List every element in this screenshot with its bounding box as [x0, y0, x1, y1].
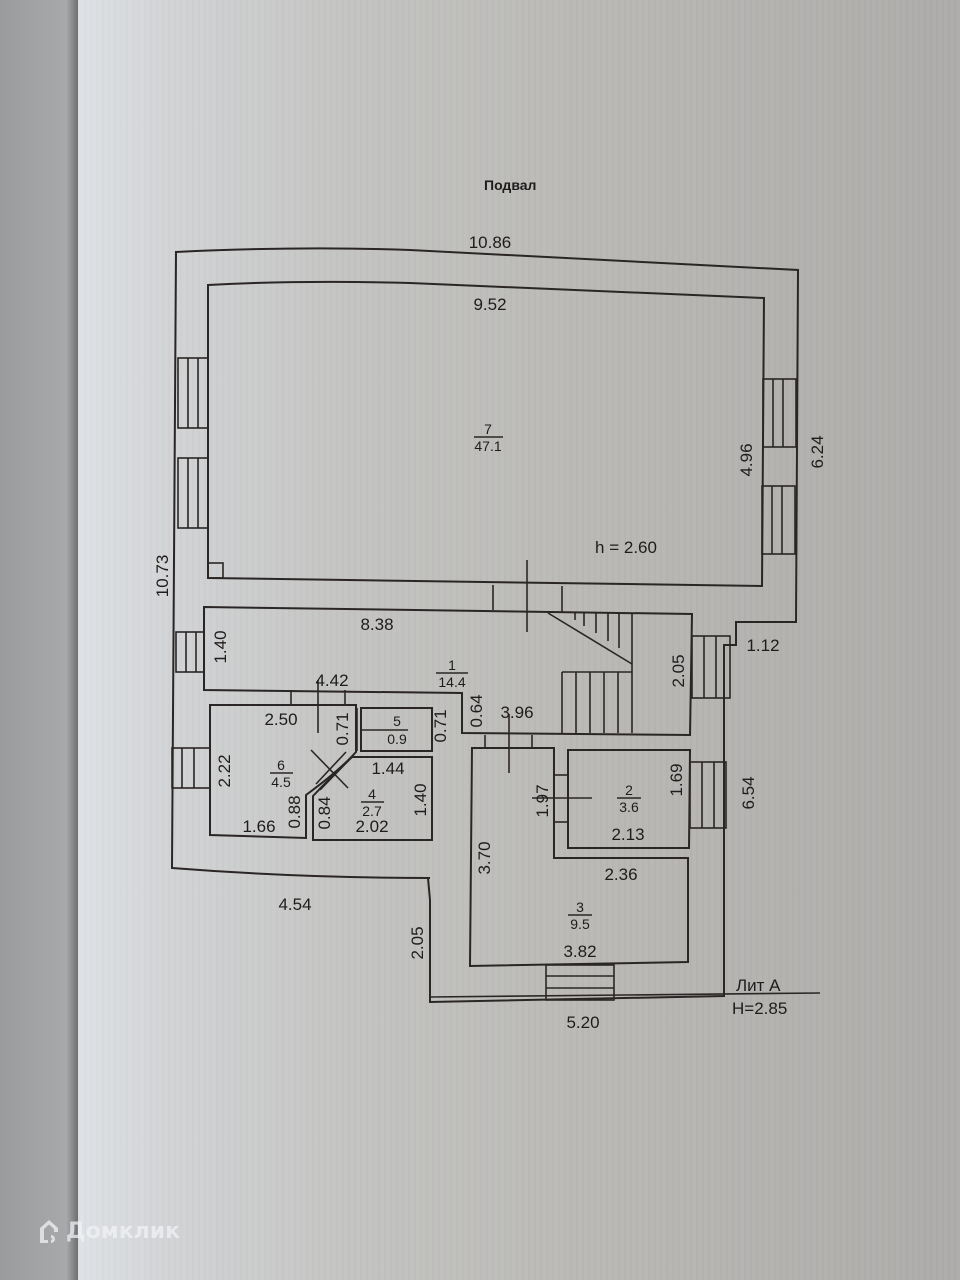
dim-room7-right: 4.96	[737, 443, 756, 476]
room-3-label: 3 9.5	[568, 899, 592, 932]
dim-room3-bottom: 3.82	[563, 942, 596, 961]
window-left-middle	[177, 457, 209, 529]
dim-room1-bottom-left: 4.42	[315, 671, 348, 690]
dim-room5-right: 0.71	[431, 709, 450, 742]
dim-corridor-left: 0.64	[467, 694, 486, 727]
room-1-outline	[203, 605, 694, 737]
room-number: 7	[484, 421, 492, 437]
column-marker	[207, 562, 224, 579]
dim-outer-bottom-left: 4.54	[278, 895, 311, 914]
door-room3-room2	[532, 774, 592, 823]
dim-room4-top: 1.44	[371, 759, 404, 778]
door-room6-room4	[310, 749, 353, 791]
dim-room6-bottom: 1.66	[242, 817, 275, 836]
window-room1-right	[691, 635, 731, 699]
dim-room3-left: 3.70	[475, 841, 494, 874]
room-5-outline	[360, 707, 433, 752]
domclick-logo-icon	[40, 1220, 58, 1243]
building-height: H=2.85	[732, 999, 787, 1018]
dim-outer-left: 10.73	[153, 555, 172, 598]
room-area: 9.5	[570, 916, 590, 932]
window-left-upper	[177, 357, 209, 429]
dim-corridor-top: 3.96	[500, 703, 533, 722]
window-room2-right	[689, 761, 727, 829]
dim-room4-right: 1.40	[411, 783, 430, 816]
dim-room2-left: 1.97	[533, 784, 552, 817]
room-area: 2.7	[362, 803, 382, 819]
room-6-label: 6 4.5	[270, 757, 293, 790]
outer-wall	[170, 247, 800, 1004]
dim-room6-right: 0.88	[285, 795, 304, 828]
room-1-label: 1 14.4	[436, 657, 468, 690]
dim-room5-left: 0.71	[333, 712, 352, 745]
dim-room7-top: 9.52	[473, 295, 506, 314]
dim-room6-left: 2.22	[215, 754, 234, 787]
room-4-label: 4 2.7	[361, 786, 384, 819]
paper-sheet	[78, 0, 960, 1280]
room-4-outline	[312, 756, 433, 841]
ceiling-height: h = 2.60	[595, 538, 657, 557]
plan-title: Подвал	[484, 177, 536, 193]
dim-stair-right: 2.05	[669, 654, 688, 687]
dim-room3-top: 2.36	[604, 865, 637, 884]
room-area: 14.4	[438, 674, 465, 690]
room-2-label: 2 3.6	[617, 782, 641, 815]
dim-outer-step-left: 2.05	[408, 926, 427, 959]
staircase	[547, 612, 633, 733]
room-area: 0.9	[387, 731, 407, 747]
dim-room6-top: 2.50	[264, 710, 297, 729]
room-6-outline	[209, 704, 357, 840]
dim-outer-right-upper: 6.24	[808, 435, 827, 468]
watermark-brand: Домклик	[66, 1218, 181, 1244]
room-3-outline	[468, 747, 689, 968]
room-5-label: 5 0.9	[387, 713, 407, 747]
dim-room1-top: 8.38	[360, 615, 393, 634]
room-number: 1	[448, 657, 456, 673]
door-room7-room1	[492, 560, 563, 632]
room-2-outline	[567, 749, 692, 849]
room-number: 2	[625, 782, 633, 798]
dim-outer-right-lower: 6.54	[739, 776, 758, 809]
door-corridor-room3	[484, 714, 533, 773]
room-7-label: 7 47.1	[474, 421, 503, 454]
room-7-outline	[207, 280, 766, 588]
dim-room2-bottom: 2.13	[611, 825, 644, 844]
room-number: 4	[368, 786, 376, 802]
entrance-steps	[545, 964, 615, 1001]
room-area: 3.6	[619, 799, 639, 815]
window-room1-left	[175, 631, 205, 673]
window-room6-left	[171, 747, 211, 789]
baseline	[429, 992, 821, 998]
door-room1-room6	[290, 680, 346, 733]
room-number: 5	[393, 713, 401, 729]
room-area: 4.5	[271, 774, 291, 790]
dim-room4-bottom: 2.02	[355, 817, 388, 836]
dim-outer-bottom: 5.20	[566, 1013, 599, 1032]
background-surface	[0, 0, 78, 1280]
room-number: 3	[576, 899, 584, 915]
dim-step-right: 1.12	[746, 636, 779, 655]
window-right-upper	[762, 378, 797, 448]
window-right-lower	[761, 485, 796, 555]
watermark: Домклик	[38, 1218, 180, 1244]
dim-room2-right: 1.69	[667, 763, 686, 796]
room-area: 47.1	[474, 438, 501, 454]
dim-room1-left: 1.40	[211, 630, 230, 663]
dim-room4-left: 0.84	[315, 796, 334, 829]
dim-outer-top: 10.86	[469, 233, 512, 252]
room-number: 6	[277, 757, 285, 773]
building-label: Лит А	[736, 976, 781, 995]
